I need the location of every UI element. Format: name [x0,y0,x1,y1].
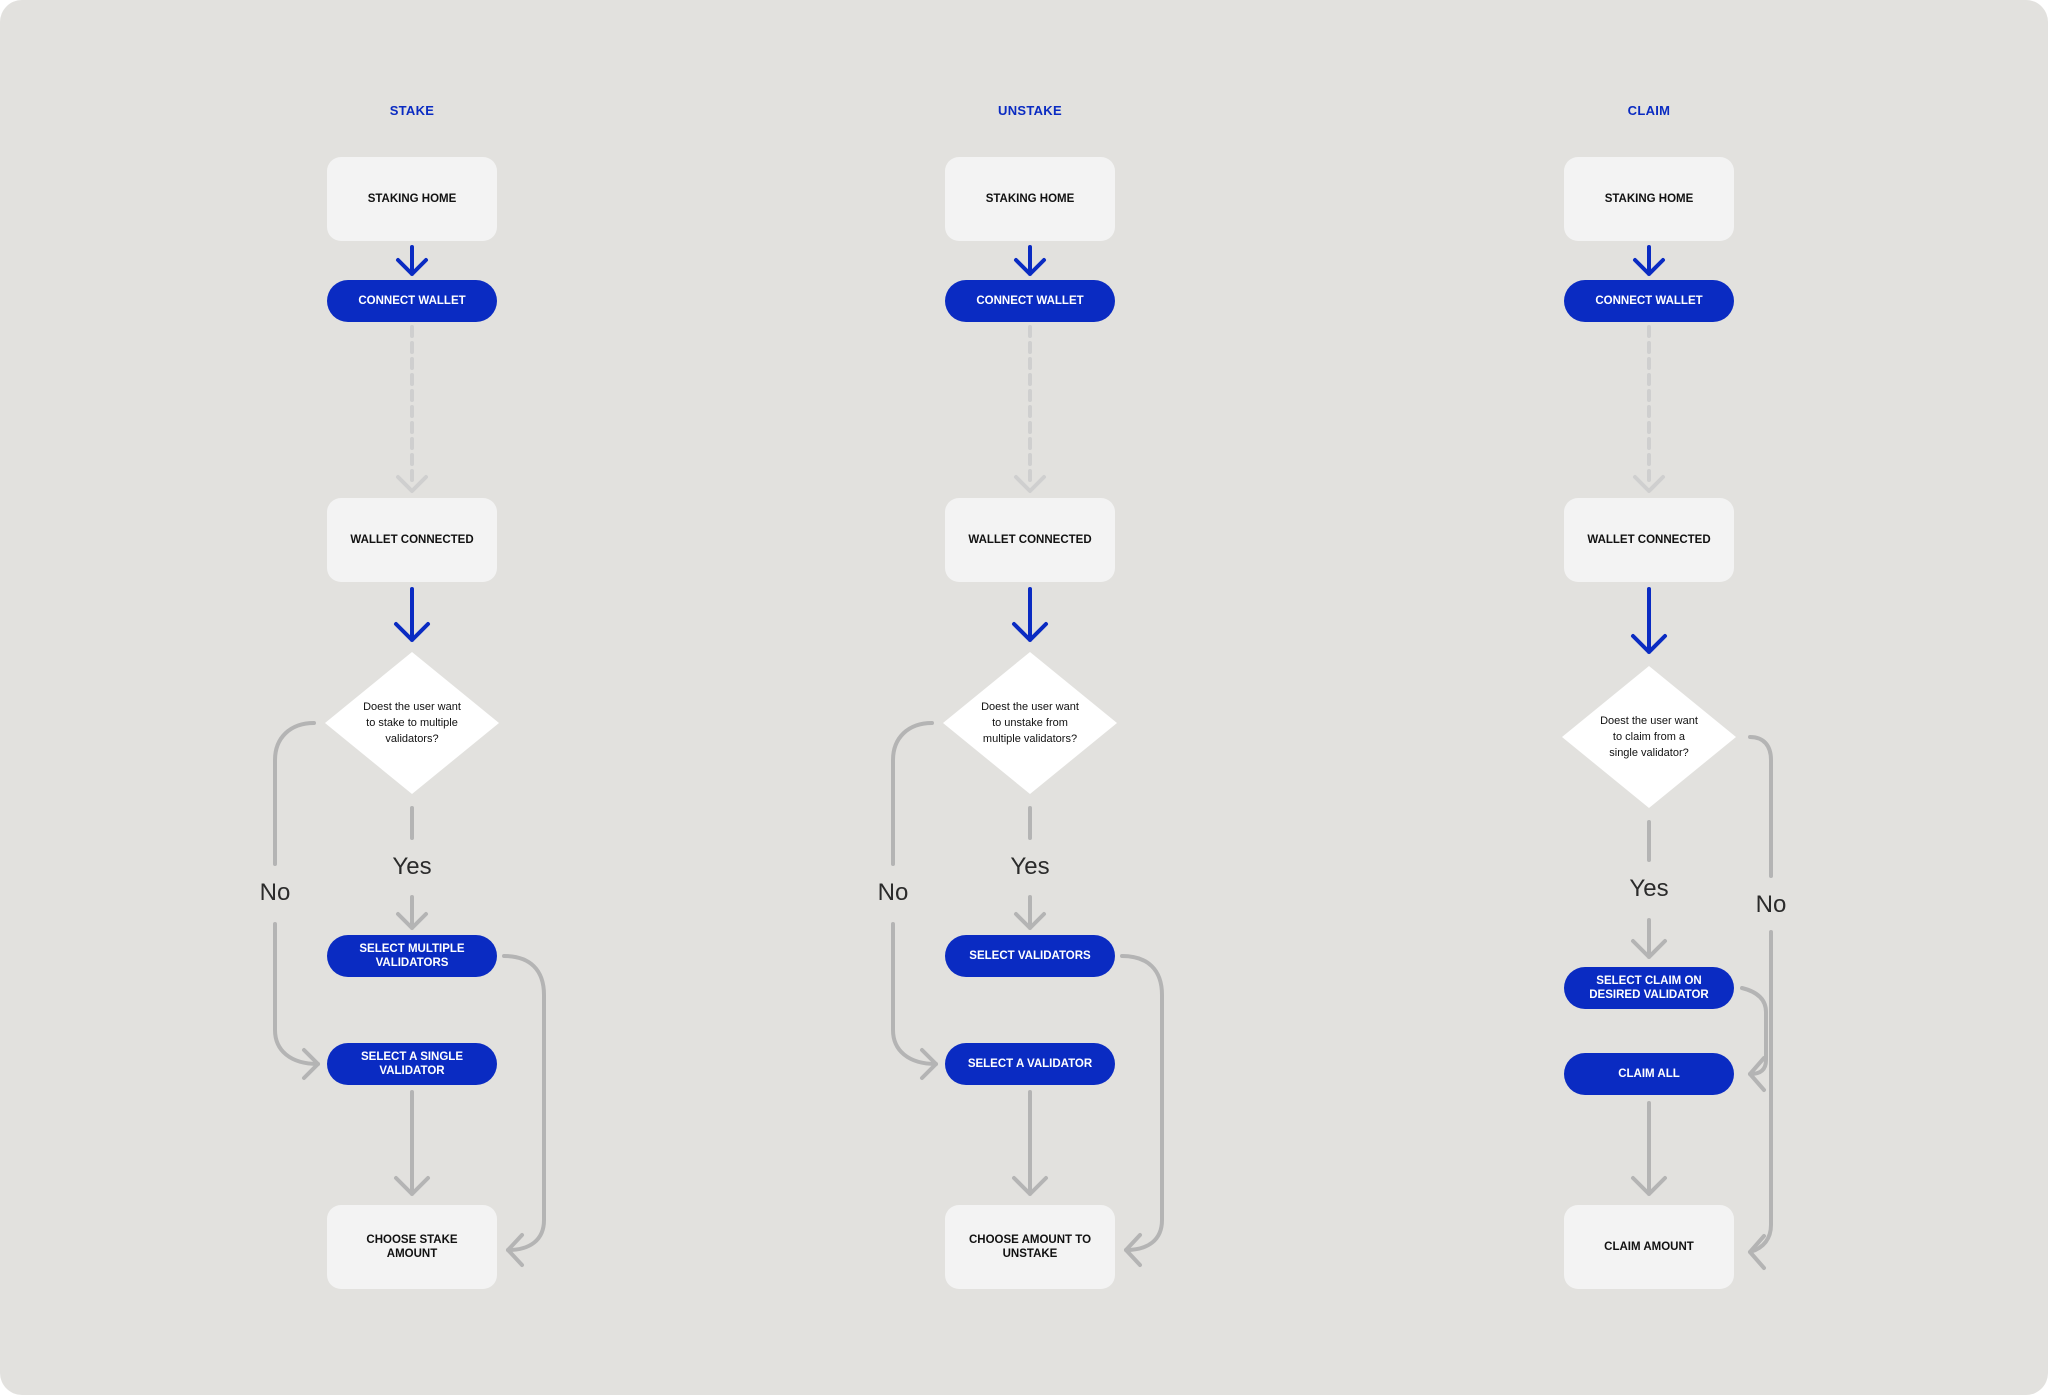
yes-label: Yes [392,853,432,880]
staking-home-node: STAKING HOME [327,157,497,241]
flow-title-stake: STAKE [389,103,435,118]
no-label: No [877,879,909,906]
no-branch-arrowhead [302,1048,320,1080]
staking-home-node: STAKING HOME [1564,157,1734,241]
claim-all-button[interactable]: CLAIM ALL [1564,1053,1734,1095]
flow-title-unstake: UNSTAKE [998,103,1062,118]
no-branch-right-upper [1748,735,1773,878]
claim-amount-node: CLAIM AMOUNT [1564,1205,1734,1289]
connect-wallet-button[interactable]: CONNECT WALLET [1564,280,1734,322]
wallet-connected-node: WALLET CONNECTED [945,498,1115,582]
arrow-home-to-connect [396,245,428,276]
connect-wallet-button[interactable]: CONNECT WALLET [945,280,1115,322]
select-multiple-validators-button[interactable]: SELECT MULTIPLE VALIDATORS [327,935,497,977]
select-claim-on-desired-validator-button[interactable]: SELECT CLAIM ON DESIRED VALIDATOR [1564,967,1734,1009]
choose-stake-amount-node: CHOOSE STAKE AMOUNT [327,1205,497,1289]
decision-diamonds [325,652,1736,808]
no-branch-lower [273,922,320,1066]
decision-diamond [325,652,499,794]
action-to-claim-all-curve [1740,986,1768,1076]
wallet-connected-node: WALLET CONNECTED [1564,498,1734,582]
decision-diamond [1562,666,1736,808]
yes-label: Yes [1010,853,1050,880]
arrow-yes-to-action [396,895,428,930]
staking-home-node: STAKING HOME [945,157,1115,241]
select-single-validator-button[interactable]: SELECT A SINGLE VALIDATOR [327,1043,497,1085]
decision-diamond [943,652,1117,794]
yes-label: Yes [1629,875,1669,902]
decision-question: Doest the user want to unstake from mult… [981,701,1079,745]
connect-wallet-button[interactable]: CONNECT WALLET [327,280,497,322]
wallet-connected-node: WALLET CONNECTED [327,498,497,582]
select-validators-button[interactable]: SELECT VALIDATORS [945,935,1115,977]
yes-bypass-arrowhead [506,1233,524,1267]
arrow-action-to-final [394,1090,430,1196]
no-branch-upper [273,721,316,866]
no-label: No [1755,891,1787,918]
select-a-validator-button[interactable]: SELECT A VALIDATOR [945,1043,1115,1085]
choose-amount-to-unstake-node: CHOOSE AMOUNT TO UNSTAKE [945,1205,1115,1289]
no-label: No [259,879,291,906]
yes-bypass-curve [502,954,546,1252]
decision-question: Doest the user want to stake to multiple… [363,701,461,745]
dashed-arrowhead [396,475,428,493]
flow-title-claim: CLAIM [1627,103,1671,118]
arrow-connected-to-decision [394,587,430,642]
decision-question: Doest the user want to claim from a sing… [1600,715,1698,759]
no-branch-right-lower [1748,930,1773,1254]
